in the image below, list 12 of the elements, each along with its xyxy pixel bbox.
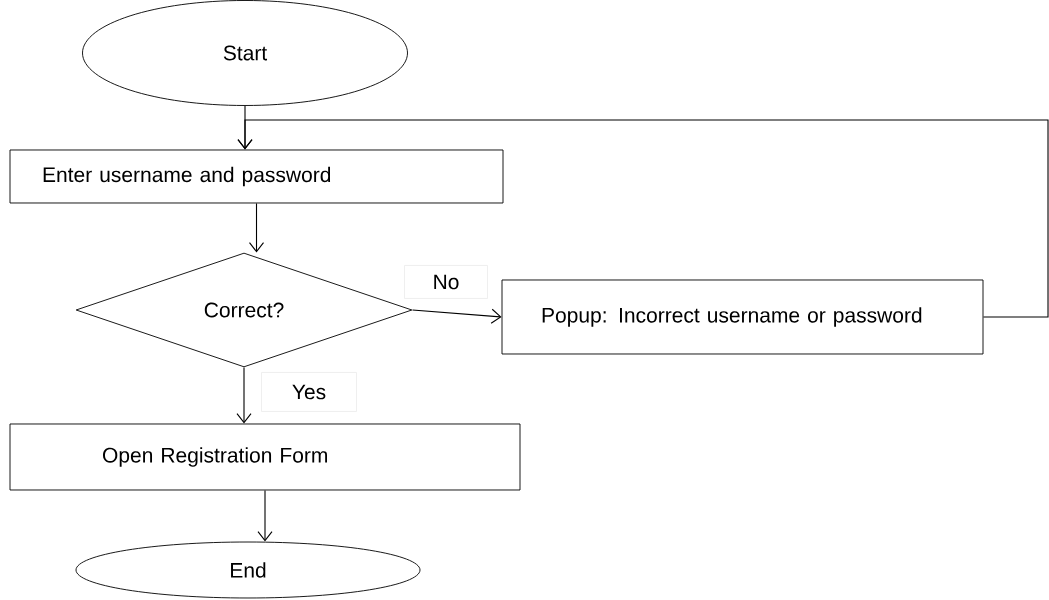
arrow — [236, 366, 252, 424]
arrow — [257, 489, 273, 542]
terminal-oval: Start — [82, 0, 408, 106]
process-box: Open Registration Form — [9, 423, 521, 491]
edge-label: No — [404, 265, 488, 299]
edge-label: Yes — [261, 372, 357, 412]
process-box: Enter username and password — [9, 149, 504, 204]
arrow — [248, 202, 265, 253]
process-box: Popup: Incorrect username or password — [501, 279, 984, 355]
arrow — [237, 119, 1049, 318]
arrow — [411, 308, 502, 324]
terminal-oval: End — [75, 541, 421, 599]
